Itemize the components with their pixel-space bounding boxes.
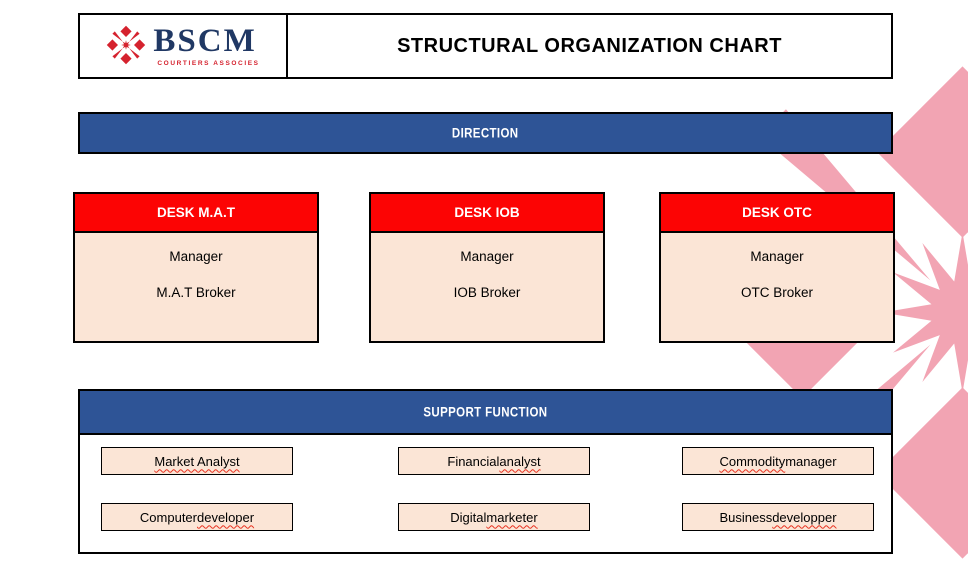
desk-otc-body: Manager OTC Broker <box>661 233 893 341</box>
desk-mat-broker: M.A.T Broker <box>156 285 236 300</box>
desk-mat-body: Manager M.A.T Broker <box>75 233 317 341</box>
support-item-market-analyst: Market Analyst <box>101 447 293 475</box>
desk-otc-manager: Manager <box>750 249 804 264</box>
logo-text-block: BSCM COURTIERS ASSOCIES <box>153 23 259 68</box>
desk-iob-broker: IOB Broker <box>453 285 521 300</box>
support-item-business-developper: Business developper <box>682 503 874 531</box>
support-item-computer-developer: Computer developer <box>101 503 293 531</box>
support-function-label: SUPPORT FUNCTION <box>423 404 548 420</box>
logo-cell: BSCM COURTIERS ASSOCIES <box>80 15 288 77</box>
desk-otc-broker: OTC Broker <box>740 285 813 300</box>
header-box: BSCM COURTIERS ASSOCIES STRUCTURAL ORGAN… <box>78 13 893 79</box>
desk-iob-manager: Manager <box>460 249 514 264</box>
brand-tagline: COURTIERS ASSOCIES <box>157 60 260 67</box>
support-item-financial-analyst: Financial analyst <box>398 447 590 475</box>
desk-mat-box: DESK M.A.T Manager M.A.T Broker <box>73 192 319 343</box>
title-cell: STRUCTURAL ORGANIZATION CHART <box>288 15 891 77</box>
desk-iob-header: DESK IOB <box>371 194 603 233</box>
brand-name: BSCM <box>153 23 257 59</box>
support-item-commodity-manager: Commodity manager <box>682 447 874 475</box>
desk-mat-title: DESK M.A.T <box>156 205 235 220</box>
desk-otc-header: DESK OTC <box>661 194 893 233</box>
support-function-box: SUPPORT FUNCTION Market Analyst Financia… <box>78 389 893 554</box>
direction-banner-label: DIRECTION <box>452 125 519 141</box>
desk-iob-body: Manager IOB Broker <box>371 233 603 341</box>
desk-mat-manager: Manager <box>169 249 223 264</box>
desk-mat-header: DESK M.A.T <box>75 194 317 233</box>
desk-otc-title: DESK OTC <box>742 205 812 220</box>
desk-iob-box: DESK IOB Manager IOB Broker <box>369 192 605 343</box>
support-function-banner: SUPPORT FUNCTION <box>80 391 891 435</box>
desk-iob-title: DESK IOB <box>454 205 520 220</box>
brand-tagline-row: COURTIERS ASSOCIES <box>153 60 259 67</box>
page-title: STRUCTURAL ORGANIZATION CHART <box>397 34 782 57</box>
bscm-diamond-logo-icon <box>106 25 146 65</box>
desk-otc-box: DESK OTC Manager OTC Broker <box>659 192 895 343</box>
direction-banner: DIRECTION <box>78 112 893 154</box>
support-item-digital-marketer: Digital marketer <box>398 503 590 531</box>
